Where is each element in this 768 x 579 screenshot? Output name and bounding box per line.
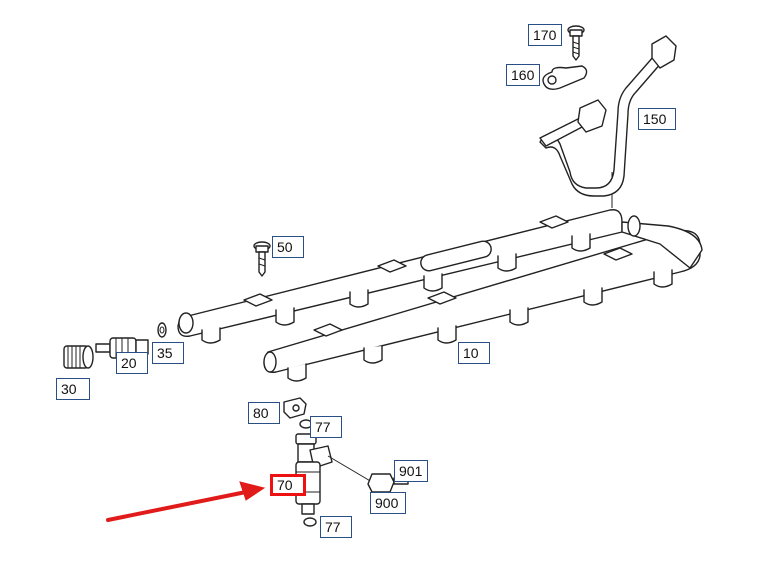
clip-900 xyxy=(367,473,395,493)
bolt-50 xyxy=(253,241,271,277)
callout-35[interactable]: 35 xyxy=(152,342,184,364)
callout-30[interactable]: 30 xyxy=(56,378,90,400)
clip-80 xyxy=(283,397,307,419)
o-ring-77-bottom xyxy=(303,517,317,527)
callout-10[interactable]: 10 xyxy=(458,342,490,364)
callout-150[interactable]: 150 xyxy=(638,108,676,130)
fuel-rail-10 xyxy=(177,172,703,382)
callout-77-bottom[interactable]: 77 xyxy=(320,516,352,538)
seal-35 xyxy=(157,322,167,338)
callout-900[interactable]: 900 xyxy=(370,492,406,514)
callout-70-highlighted[interactable]: 70 xyxy=(270,474,306,496)
fuel-line-150 xyxy=(539,35,677,197)
cap-30 xyxy=(63,345,94,369)
callout-80[interactable]: 80 xyxy=(248,402,280,424)
clip-160 xyxy=(542,65,588,91)
callout-170[interactable]: 170 xyxy=(528,24,562,46)
injector-70 xyxy=(295,433,373,515)
callout-20[interactable]: 20 xyxy=(116,352,148,374)
callout-160[interactable]: 160 xyxy=(506,64,540,86)
bolt-170 xyxy=(567,25,585,61)
callout-50[interactable]: 50 xyxy=(272,236,304,258)
highlight-arrow xyxy=(106,481,266,522)
callout-901[interactable]: 901 xyxy=(394,460,428,482)
callout-77-top[interactable]: 77 xyxy=(310,416,342,438)
